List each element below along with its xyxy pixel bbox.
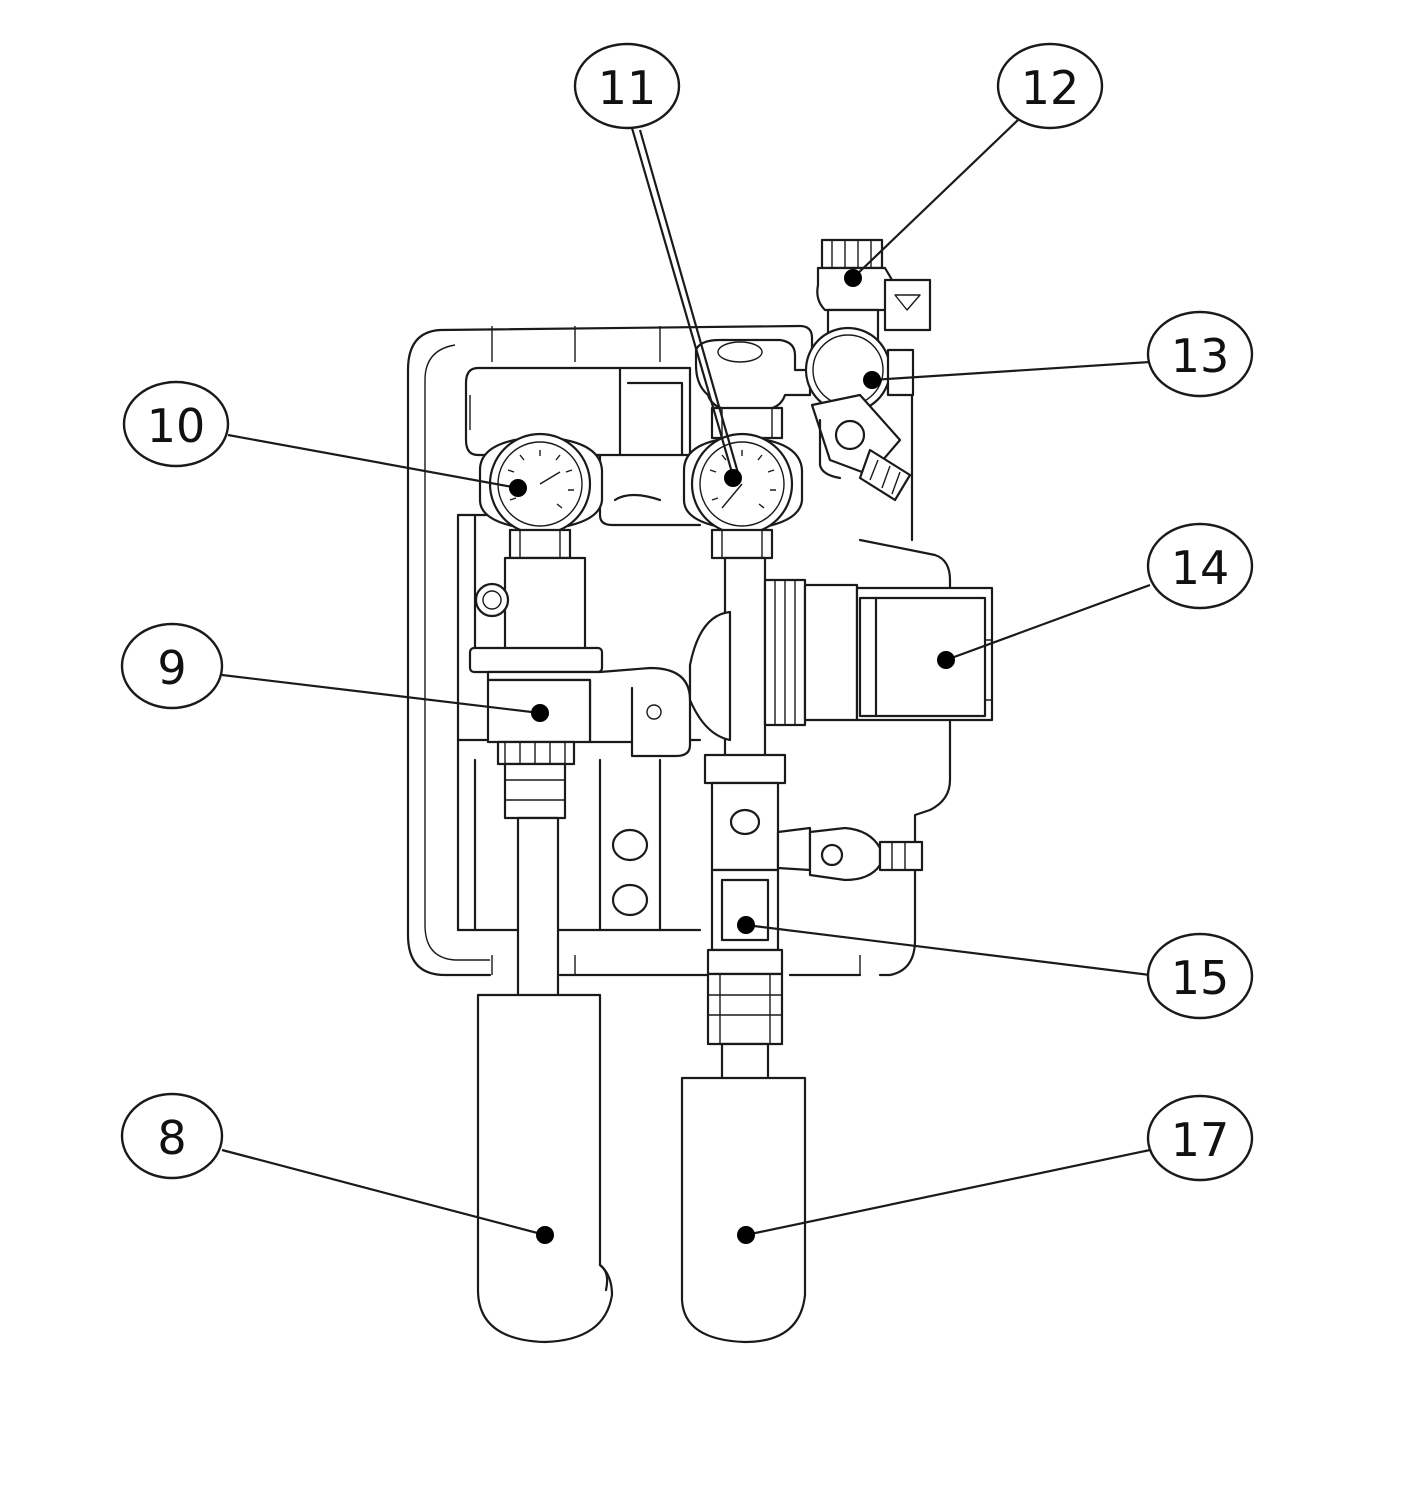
callout-label-13: 13 [1171, 329, 1230, 383]
callout-15: 15 [1146, 932, 1254, 1020]
callout-label-17: 17 [1171, 1113, 1230, 1167]
callout-label-11: 11 [598, 61, 657, 115]
callout-label-14: 14 [1171, 541, 1230, 595]
upper-manifold [464, 366, 702, 527]
left-pressure-gauge [478, 432, 604, 560]
leader-15 [745, 923, 1151, 977]
callout-label-10: 10 [147, 399, 206, 453]
callout-10: 10 [122, 380, 230, 468]
leader-10 [227, 433, 519, 490]
callout-17: 17 [1146, 1094, 1254, 1182]
leader-14 [945, 583, 1151, 662]
leader-dots [509, 269, 955, 1244]
left-valve-body [468, 556, 604, 674]
leader-lines [221, 119, 1151, 1237]
left-down-pipe [496, 740, 576, 1000]
callout-13: 13 [1146, 310, 1254, 398]
leader-9 [221, 673, 541, 715]
dot-13 [863, 371, 881, 389]
callout-label-15: 15 [1171, 951, 1230, 1005]
dot-10 [509, 479, 527, 497]
dot-15 [737, 916, 755, 934]
dot-17 [737, 1226, 755, 1244]
leader-13 [871, 360, 1151, 382]
callout-label-8: 8 [157, 1111, 186, 1165]
callout-11: 11 [573, 42, 681, 130]
right-pressure-gauge [682, 432, 804, 560]
leader-8 [221, 1148, 546, 1237]
left-insulation-shell [476, 993, 614, 1344]
callout-8: 8 [120, 1092, 224, 1180]
dot-11 [724, 469, 742, 487]
callout-9: 9 [120, 622, 224, 710]
leader-11-a [630, 127, 735, 477]
callout-12: 12 [996, 42, 1104, 130]
leader-12 [852, 119, 1019, 279]
callout-14: 14 [1146, 522, 1254, 610]
leader-17 [745, 1148, 1151, 1237]
leader-11-b [638, 129, 742, 481]
safety-valve-gauge [804, 326, 915, 502]
dot-14 [937, 651, 955, 669]
callout-label-12: 12 [1021, 61, 1080, 115]
dot-9 [531, 704, 549, 722]
callout-label-9: 9 [157, 641, 186, 695]
dot-8 [536, 1226, 554, 1244]
right-vertical-pipe [688, 556, 767, 760]
right-upper-fitting [694, 338, 812, 440]
right-lower-fittings [703, 753, 924, 1082]
dot-12 [844, 269, 862, 287]
circulation-pump [763, 578, 994, 727]
right-insulation-shell [680, 1076, 807, 1344]
